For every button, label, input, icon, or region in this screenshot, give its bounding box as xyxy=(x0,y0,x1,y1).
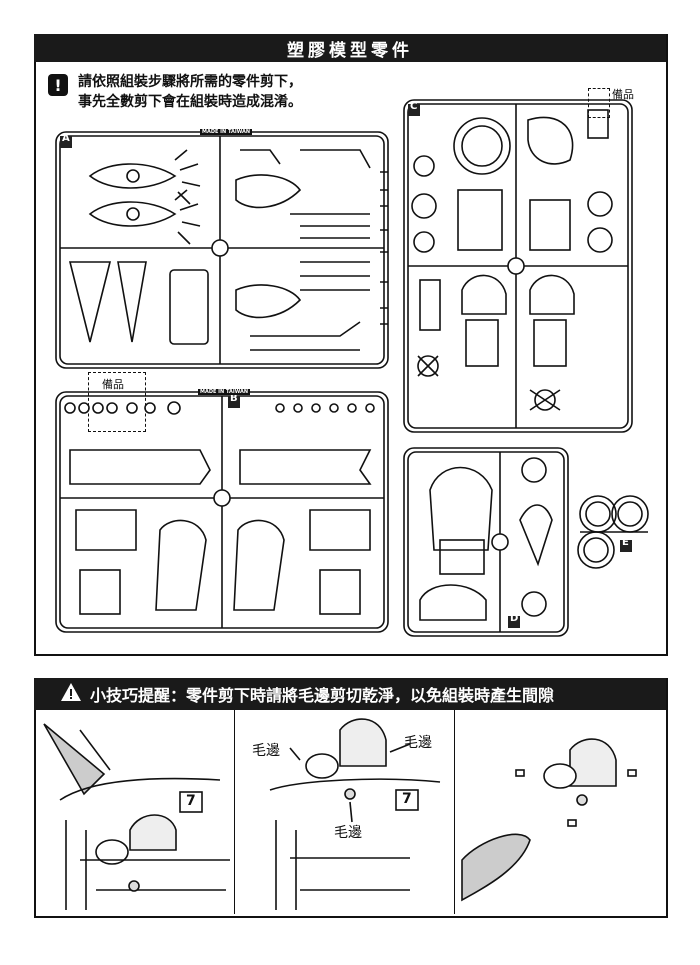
spare-label-b: 備品 xyxy=(102,378,124,391)
notice-line-1: 請依照組裝步驟將所需的零件剪下， xyxy=(78,74,302,90)
spare-label-c: 備品 xyxy=(612,88,634,101)
notice: ! 請依照組裝步驟將所需的零件剪下， 事先全數剪下會在組裝時造成混淆。 xyxy=(48,72,302,112)
made-in-taiwan-b: MADE IN TAIWAN xyxy=(198,389,251,395)
runner-label-b: B xyxy=(230,393,238,404)
runner-label-a: A xyxy=(62,133,70,144)
burr-label-3: 毛邊 xyxy=(334,825,362,841)
tips-header: 小技巧提醒：零件剪下時請將毛邊剪切乾淨，以免組裝時產生間隙 xyxy=(34,678,666,710)
part-number-2: 7 xyxy=(402,791,412,807)
tips-divider-2 xyxy=(454,710,455,914)
warning-triangle-icon xyxy=(60,682,82,706)
runner-label-d: D xyxy=(510,613,519,624)
tips-title: 小技巧提醒：零件剪下時請將毛邊剪切乾淨，以免組裝時產生間隙 xyxy=(90,686,555,705)
tips-divider-1 xyxy=(234,710,235,914)
burr-label-2: 毛邊 xyxy=(404,735,432,751)
exclamation-icon: ! xyxy=(48,74,68,96)
spare-marker-b xyxy=(88,372,146,432)
runner-label-e: E xyxy=(622,537,629,548)
made-in-taiwan-a: MADE IN TAIWAN xyxy=(200,129,253,135)
section-title: 塑膠模型零件 xyxy=(34,34,666,62)
notice-line-2: 事先全數剪下會在組裝時造成混淆。 xyxy=(78,94,302,110)
spare-marker-c xyxy=(588,88,610,118)
runner-label-c: C xyxy=(410,101,418,112)
part-number-1: 7 xyxy=(186,793,196,809)
burr-label-1: 毛邊 xyxy=(252,743,280,759)
